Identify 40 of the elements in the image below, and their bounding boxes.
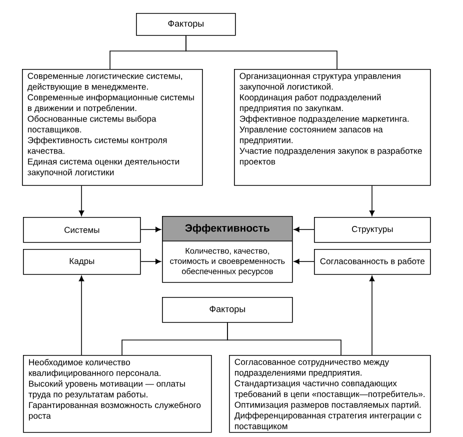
list-item: Согласованное сотрудничество между подразделениями предприятия. [234, 358, 389, 378]
list-item: Дифференцированная стратегия интеграции с поставщиком [234, 412, 422, 431]
arrow [369, 185, 375, 216]
text-box [229, 355, 431, 433]
list-item: Гарантированная возможность служебного роста [28, 402, 201, 420]
label-box: Системы [23, 217, 141, 243]
list-item: Управление состоянием запасов на предприятии. [240, 126, 383, 145]
text-box [234, 69, 431, 186]
list-item: Современные информационные системы в движении и потреблении. [28, 94, 194, 113]
list-item: Эффективность системы контроля качества. [28, 136, 167, 154]
arrow [294, 226, 314, 232]
highlight-box [162, 216, 293, 283]
list-item: Оптимизация размеров поставляемых партий. [234, 401, 421, 410]
title-box: Факторы [136, 13, 236, 36]
list-item: Стандартизация частично совпадающих требований в цепи «поставщик—потребитель». [234, 380, 425, 399]
list-item: Координация работ подразделений предприятия по закупкам. [240, 94, 381, 113]
arrow [140, 258, 162, 264]
label-box: Кадры [23, 249, 141, 275]
heading-text: Эффективность [185, 224, 270, 234]
arrow [78, 185, 84, 216]
list-item: Необходимое количество квалифицированного персонала. [28, 358, 160, 378]
connector-line [186, 35, 338, 70]
list-item: Эффективное подразделение маркетинга. [240, 115, 409, 124]
body-text: Количество, качество, стоимость и своевременность обеспеченных ресурсов [170, 248, 285, 276]
list-item: Высокий уровень мотивации — оплаты труда по результатам работы. [28, 380, 185, 400]
text-box [22, 69, 203, 186]
text-box [23, 355, 212, 433]
label-box: Согласованность в работе [314, 249, 431, 275]
connector-line [227, 322, 342, 356]
arrow [294, 258, 314, 264]
list-item: Организационная структура управления закупочной логистикой. [240, 72, 400, 92]
title-box: Факторы [162, 297, 293, 323]
list-item: Обоснованные системы выбора поставщиков. [28, 115, 156, 134]
list-item: Единая система оценки деятельности закупочной логистики [28, 158, 180, 177]
list-item: Современные логистические системы, действующие в менеджменте. [27, 72, 182, 92]
arrow [140, 226, 162, 232]
list-item: Участие подразделения закупок в разработке проектов [240, 148, 422, 166]
arrow [369, 276, 375, 356]
arrow [78, 276, 84, 356]
label-box: Структуры [314, 217, 431, 243]
